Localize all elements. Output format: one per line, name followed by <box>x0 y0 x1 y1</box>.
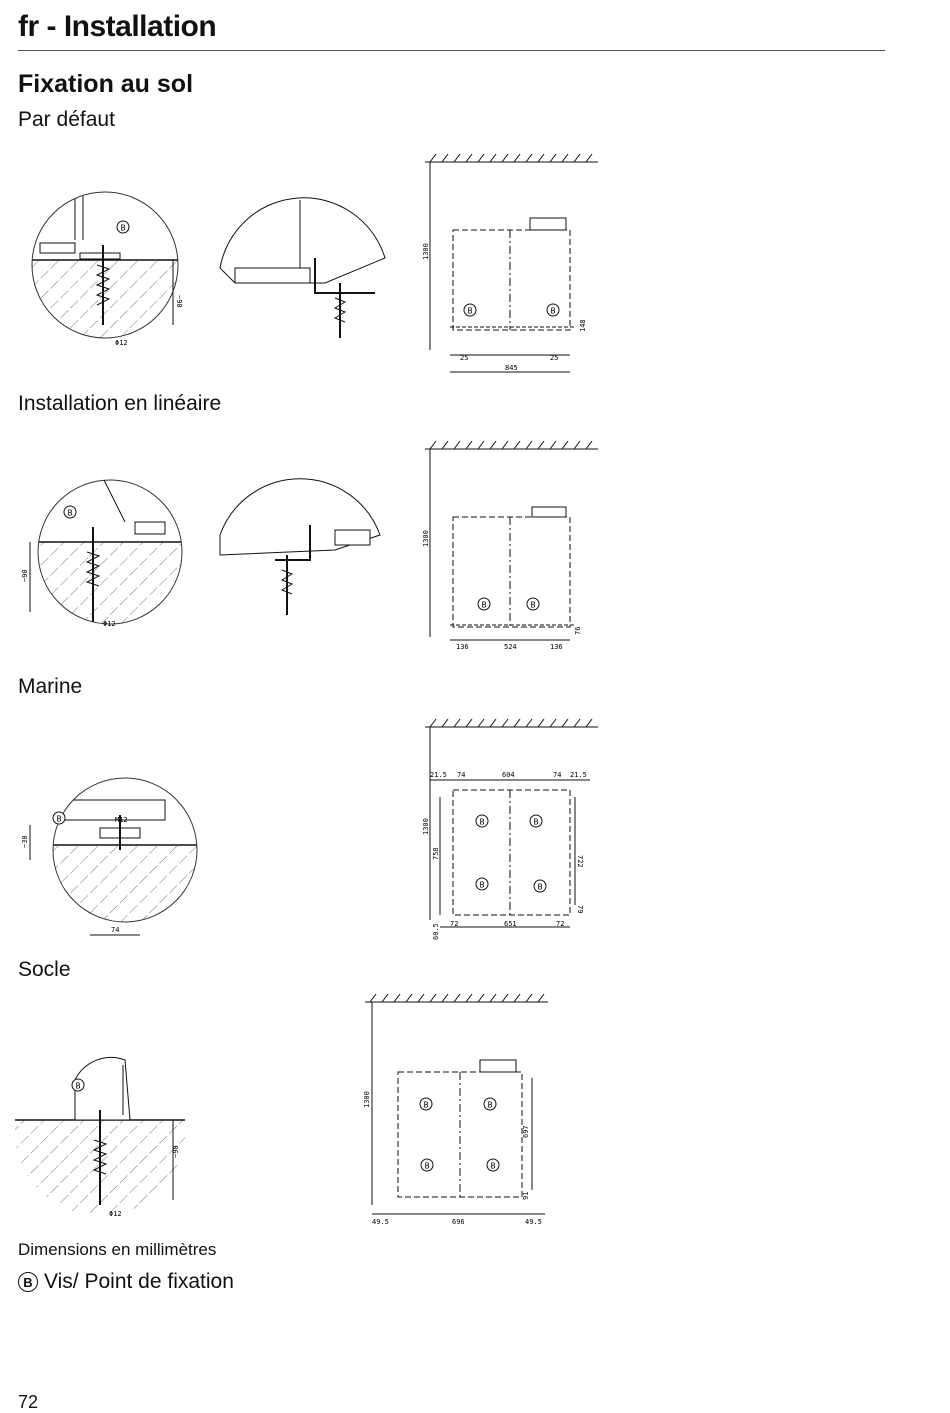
page-header-title: fr - Installation <box>18 10 217 43</box>
marine-bottom-dim-3: 72 <box>556 920 564 928</box>
marine-top-dim-1: 21.5 <box>430 771 447 779</box>
default-plan-view: 1300 B B 25 25 845 148 <box>422 153 598 373</box>
marine-detail-marker: B <box>57 815 62 824</box>
plinth-diameter-dim: Φ12 <box>109 1210 122 1218</box>
marine-top-dim-5: 21.5 <box>570 771 587 779</box>
default-left-dim: 25 <box>460 354 468 362</box>
header-divider <box>18 50 885 51</box>
plinth-wall-dim: 1300 <box>363 1091 371 1108</box>
plinth-right-dim: 49.5 <box>525 1218 542 1226</box>
linear-bracket-detail <box>219 478 381 615</box>
subsection-plinth-title: Socle <box>18 958 71 981</box>
linear-depth-dim: ~90 <box>21 569 29 582</box>
marine-wall-dim: 1300 <box>422 818 430 835</box>
marine-span-dim: 74 <box>111 926 119 934</box>
default-height-dim: 148 <box>579 319 587 332</box>
linear-wall-dim: 1300 <box>422 530 430 547</box>
marine-top-dim-3: 604 <box>502 771 515 779</box>
plinth-anchor-detail: B ~90 Φ12 <box>15 1056 186 1218</box>
marine-bottom-dim-2: 651 <box>504 920 517 928</box>
marine-plan-view: 1300 21.5 74 604 74 21.5 B B B B 758 722… <box>422 718 598 940</box>
linear-detail-marker: B <box>68 509 73 518</box>
plinth-height-dim-1: 697 <box>522 1125 530 1138</box>
subsection-marine-title: Marine <box>18 675 83 698</box>
legend-marker-icon: B <box>18 1272 38 1292</box>
default-anchor-detail: B ~90 Φ12 <box>31 191 183 347</box>
default-detail-marker: B <box>121 224 126 233</box>
plinth-detail-marker: B <box>76 1082 81 1091</box>
subsection-linear-title: Installation en linéaire <box>18 392 222 415</box>
plinth-plan-marker-br: B <box>491 1162 496 1171</box>
linear-diameter-dim: Φ12 <box>103 620 116 628</box>
marine-bottom-dim-1: 72 <box>450 920 458 928</box>
dimensions-note: Dimensions en millimètres <box>18 1240 217 1259</box>
default-plan-marker-left: B <box>468 307 473 316</box>
default-bracket-detail <box>219 197 386 338</box>
marine-bottom-dim-0: 60.5 <box>432 923 440 940</box>
linear-height-dim: 76 <box>574 627 582 635</box>
page-number: 72 <box>18 1392 39 1412</box>
default-depth-dim: ~90 <box>175 295 183 308</box>
default-wall-dim: 1300 <box>422 243 430 260</box>
marine-height-dim-3: 79 <box>576 905 584 913</box>
marine-plan-marker-tr: B <box>534 818 539 827</box>
marine-top-dim-2: 74 <box>457 771 465 779</box>
marine-plan-marker-bl: B <box>480 881 485 890</box>
legend: B Vis/ Point de fixation <box>18 1270 234 1294</box>
plinth-plan-view: 1300 B B B B 697 91 49.5 696 49.5 <box>363 993 548 1226</box>
plinth-plan-marker-tr: B <box>488 1101 493 1110</box>
linear-plan-marker-left: B <box>482 601 487 610</box>
default-plan-marker-right: B <box>551 307 556 316</box>
marine-top-dim-4: 74 <box>553 771 561 779</box>
plinth-left-dim: 49.5 <box>372 1218 389 1226</box>
legend-text: Vis/ Point de fixation <box>44 1270 234 1293</box>
marine-plan-marker-tl: B <box>480 818 485 827</box>
plinth-mid-dim: 696 <box>452 1218 465 1226</box>
marine-depth-dim: ~30 <box>21 835 29 848</box>
linear-plan-view: 1300 B B 136 524 136 76 <box>422 440 598 651</box>
marine-plan-marker-br: B <box>538 883 543 892</box>
marine-bolt-dim: M12 <box>115 816 128 824</box>
linear-anchor-detail: B ~90 Φ12 <box>21 479 183 628</box>
default-right-dim: 25 <box>550 354 558 362</box>
linear-left-dim: 136 <box>456 643 469 651</box>
linear-right-dim: 136 <box>550 643 563 651</box>
plinth-plan-marker-bl: B <box>425 1162 430 1171</box>
linear-mid-dim: 524 <box>504 643 517 651</box>
default-diameter-dim: Φ12 <box>115 339 128 347</box>
marine-anchor-detail: B M12 ~30 74 <box>21 777 198 936</box>
plinth-depth-dim: ~90 <box>172 1145 180 1158</box>
plinth-plan-marker-tl: B <box>424 1101 429 1110</box>
default-width-dim: 845 <box>505 364 518 372</box>
linear-plan-marker-right: B <box>531 601 536 610</box>
plinth-height-dim-2: 91 <box>522 1192 530 1200</box>
marine-height-dim-2: 722 <box>576 855 584 868</box>
section-title: Fixation au sol <box>18 70 194 98</box>
marine-height-dim-1: 758 <box>432 847 440 860</box>
subsection-default-title: Par défaut <box>18 108 115 131</box>
